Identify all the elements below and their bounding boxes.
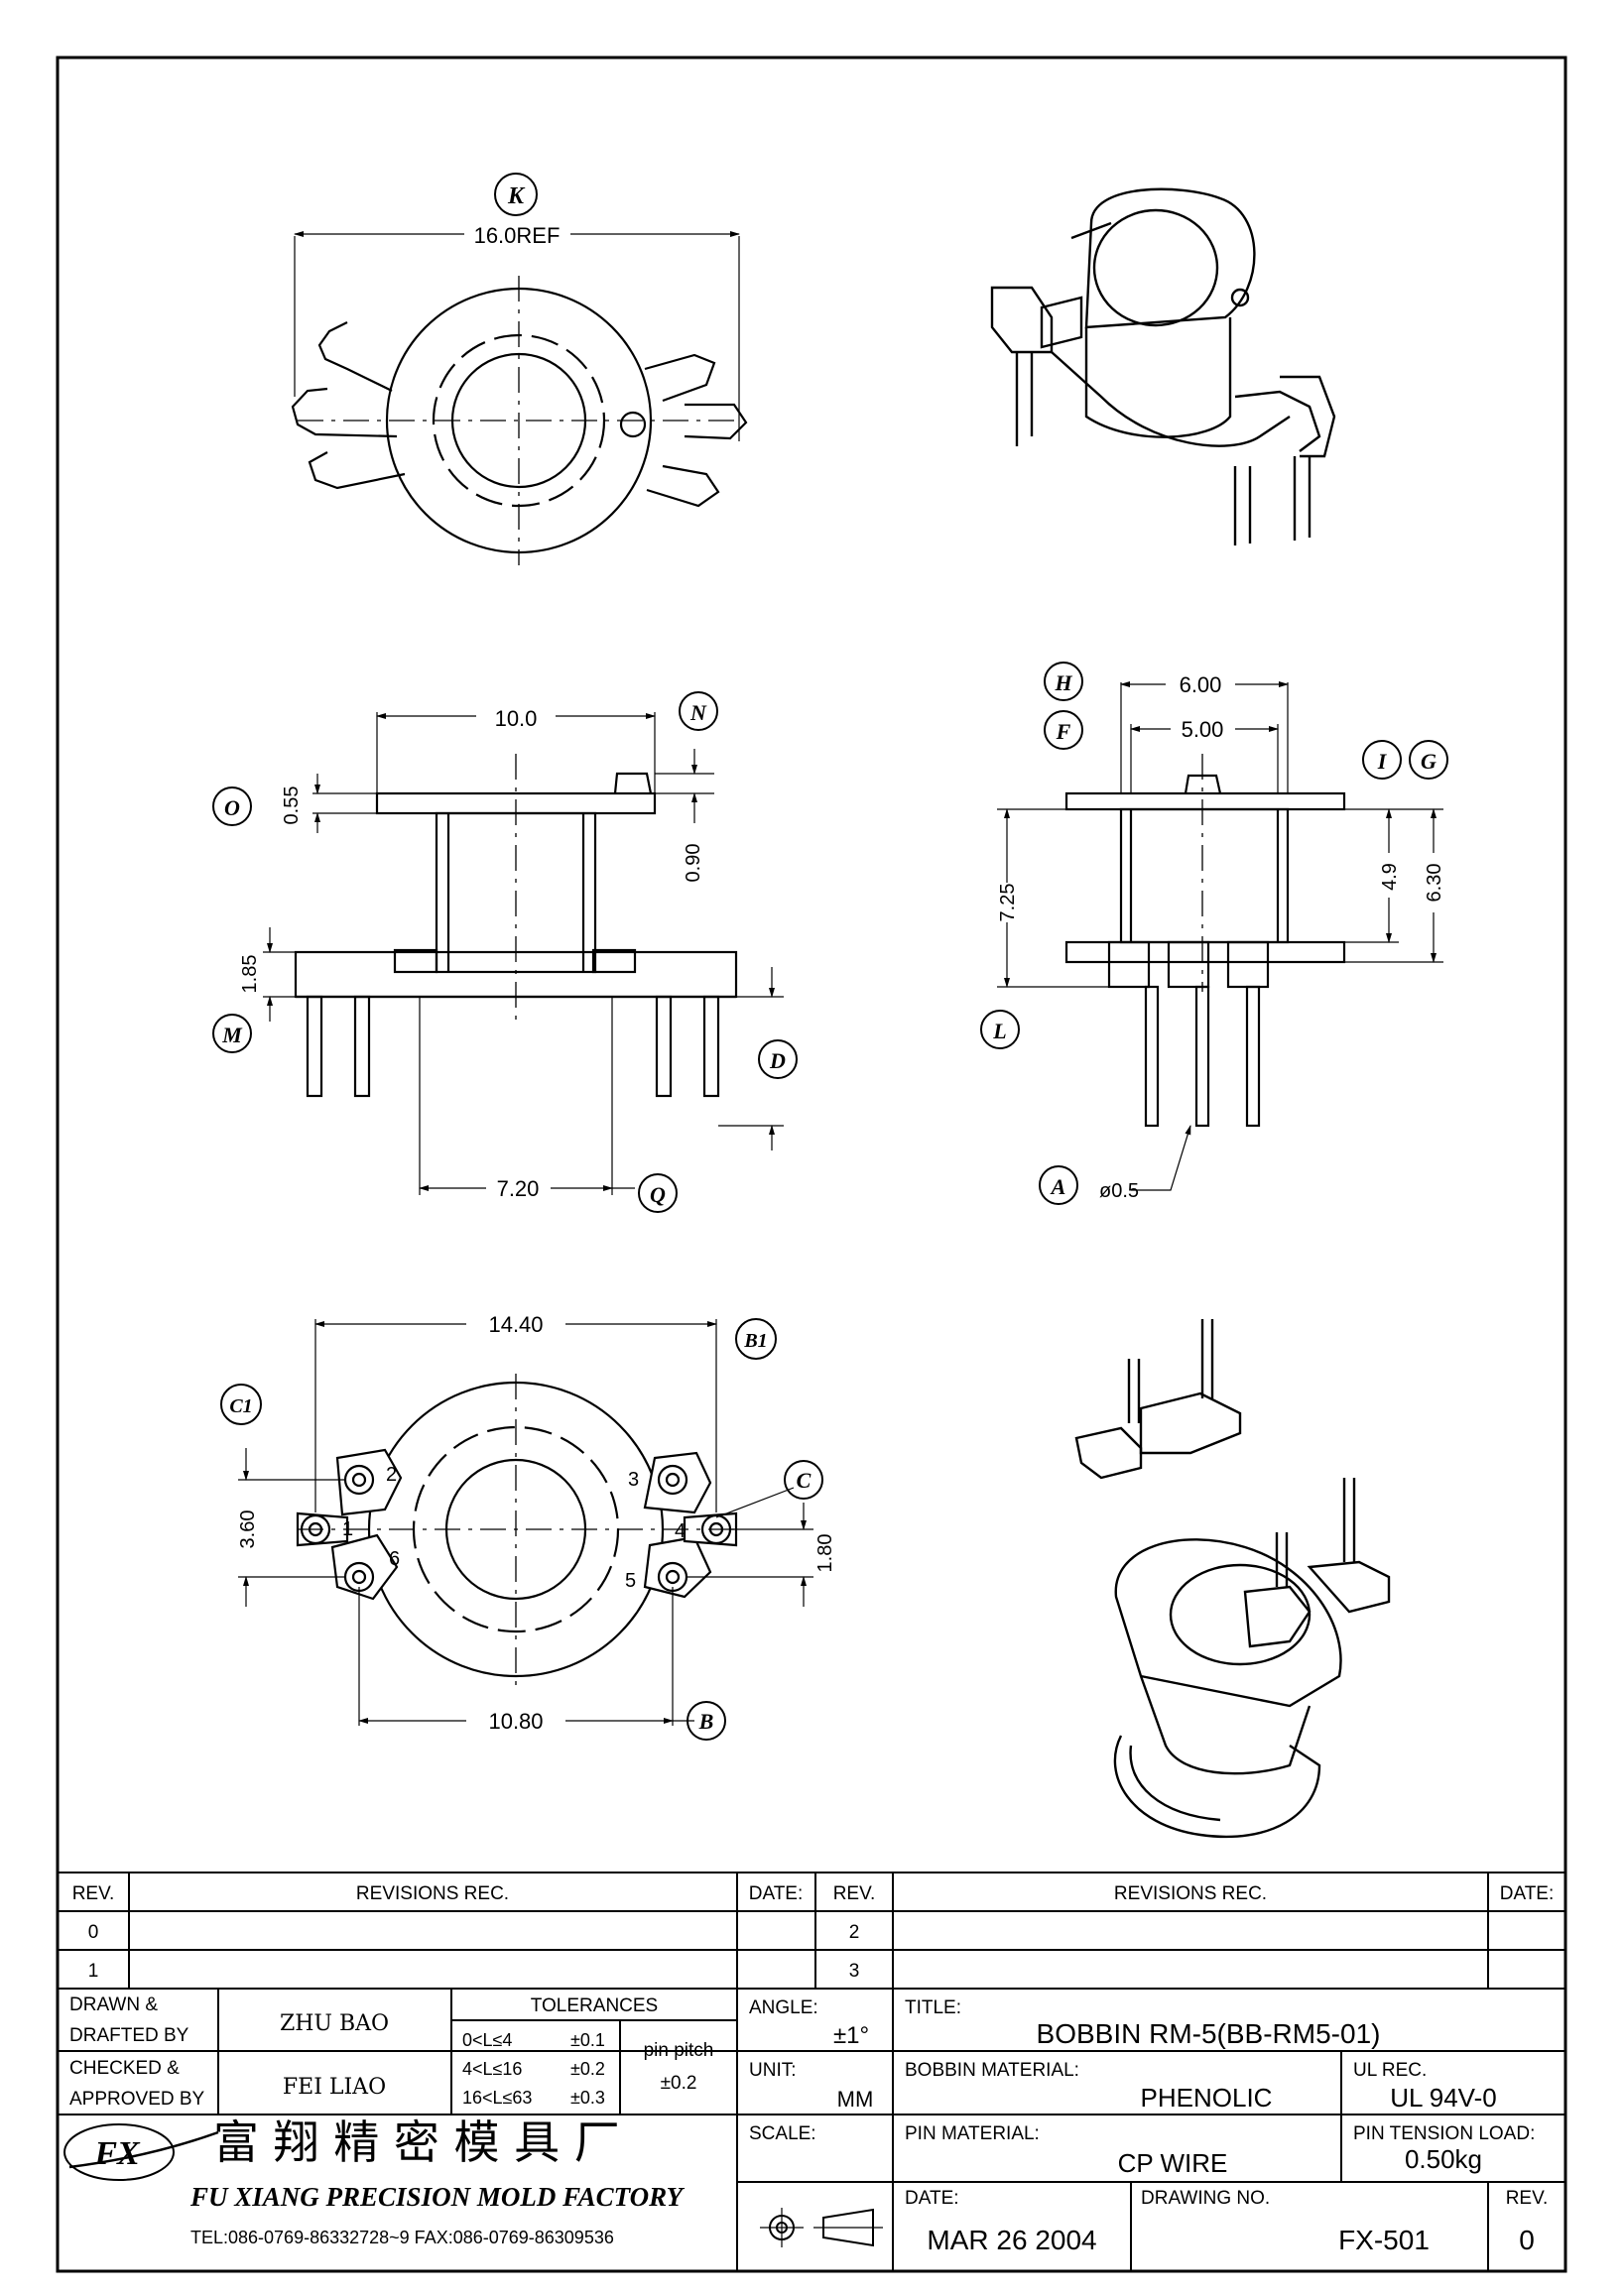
company-logo: FX bbox=[93, 2135, 141, 2172]
tol-value-3: ±0.3 bbox=[570, 2088, 605, 2108]
callout-f: F bbox=[1056, 719, 1071, 744]
pin-number-4: 4 bbox=[675, 1520, 686, 1542]
rev-header-right: REV. bbox=[833, 1883, 876, 1904]
drawn-by: ZHU BAO bbox=[280, 2011, 389, 2036]
drawn-label-1: DRAWN & bbox=[69, 1994, 158, 2015]
rev-header-left: REV. bbox=[72, 1883, 115, 1904]
ul-rec-value: UL 94V-0 bbox=[1390, 2083, 1496, 2113]
callout-a: A bbox=[1050, 1174, 1066, 1199]
revisions-header-left: REVISIONS REC. bbox=[356, 1883, 509, 1904]
tol-value-2: ±0.2 bbox=[570, 2059, 605, 2079]
revisions-header-right: REVISIONS REC. bbox=[1114, 1883, 1267, 1904]
drawing-border bbox=[56, 56, 1567, 2273]
scale-label: SCALE: bbox=[749, 2123, 816, 2144]
dim-front-flange: 0.55 bbox=[281, 786, 303, 825]
company-contact: TEL:086-0769-86332728~9 FAX:086-0769-863… bbox=[190, 2228, 614, 2247]
callout-b: B bbox=[698, 1709, 714, 1734]
callout-l: L bbox=[992, 1019, 1006, 1043]
isometric-view-bottom bbox=[1074, 1319, 1391, 1839]
dim-front-gap: 0.90 bbox=[683, 844, 704, 883]
dim-pin-diameter: ø0.5 bbox=[1099, 1180, 1139, 1202]
front-view bbox=[212, 691, 798, 1213]
dim-bottom-base: 10.80 bbox=[488, 1709, 543, 1734]
callout-d: D bbox=[769, 1048, 786, 1073]
ul-rec-label: UL REC. bbox=[1353, 2060, 1427, 2081]
angle-label: ANGLE: bbox=[749, 1997, 818, 2018]
dim-front-width: 10.0 bbox=[495, 706, 538, 731]
title-value: BOBBIN RM-5(BB-RM5-01) bbox=[1037, 2018, 1381, 2049]
angle-value: ±1° bbox=[833, 2022, 869, 2049]
date-header-right: DATE: bbox=[1500, 1883, 1555, 1904]
callout-b1: B1 bbox=[743, 1330, 767, 1352]
callout-h: H bbox=[1054, 670, 1072, 695]
callout-m: M bbox=[221, 1023, 243, 1047]
tol-range-1: 0<L≤4 bbox=[462, 2030, 512, 2050]
callout-o: O bbox=[224, 795, 240, 820]
callout-k: K bbox=[507, 183, 526, 209]
tol-range-3: 16<L≤63 bbox=[462, 2088, 532, 2108]
drawing-no-label: DRAWING NO. bbox=[1141, 2188, 1270, 2209]
rev-value: 0 bbox=[1519, 2225, 1535, 2255]
top-view bbox=[291, 173, 748, 565]
dim-side-outer: 6.00 bbox=[1180, 672, 1222, 697]
pin-tension-label: PIN TENSION LOAD: bbox=[1353, 2123, 1535, 2144]
title-label: TITLE: bbox=[905, 1997, 961, 2018]
date-value: MAR 26 2004 bbox=[927, 2225, 1096, 2255]
rev-row-0: 0 bbox=[88, 1922, 99, 1943]
isometric-view-top bbox=[990, 187, 1336, 545]
company-name-cn: 富 翔 精 密 模 具 厂 bbox=[213, 2115, 620, 2169]
bobbin-material-value: PHENOLIC bbox=[1141, 2083, 1273, 2113]
dim-bottom-pitch-half: 1.80 bbox=[814, 1534, 836, 1573]
dim-bottom-width: 14.40 bbox=[488, 1312, 543, 1337]
side-view bbox=[980, 662, 1448, 1205]
dim-top-width: 16.0REF bbox=[474, 223, 561, 248]
pin-number-6: 6 bbox=[389, 1548, 400, 1570]
date-label: DATE: bbox=[905, 2188, 959, 2209]
rev-row-3: 3 bbox=[849, 1961, 860, 1982]
tolerances-header: TOLERANCES bbox=[531, 1995, 658, 2016]
checked-label-2: APPROVED BY bbox=[69, 2089, 205, 2110]
company-name-en: FU XIANG PRECISION MOLD FACTORY bbox=[189, 2182, 686, 2212]
drawing-no-value: FX-501 bbox=[1338, 2225, 1430, 2255]
callout-c: C bbox=[797, 1468, 812, 1493]
pin-pitch-tol: ±0.2 bbox=[661, 2073, 697, 2094]
dim-side-window: 4.9 bbox=[1379, 863, 1401, 891]
pin-number-1: 1 bbox=[342, 1518, 353, 1540]
dim-front-pin-span: 7.20 bbox=[497, 1176, 540, 1201]
dim-front-base: 1.85 bbox=[239, 955, 261, 994]
drawn-label-2: DRAFTED BY bbox=[69, 2025, 189, 2046]
date-header-left: DATE: bbox=[749, 1883, 804, 1904]
pin-number-5: 5 bbox=[625, 1570, 636, 1592]
bottom-view bbox=[220, 1318, 823, 1741]
callout-i: I bbox=[1377, 749, 1388, 774]
callout-c1: C1 bbox=[229, 1395, 252, 1417]
pin-number-2: 2 bbox=[386, 1464, 397, 1486]
dim-side-total: 6.30 bbox=[1424, 864, 1445, 903]
rev-row-2: 2 bbox=[849, 1922, 860, 1943]
checked-label-1: CHECKED & bbox=[69, 2058, 180, 2079]
callout-n: N bbox=[689, 700, 707, 725]
tol-range-2: 4<L≤16 bbox=[462, 2059, 522, 2079]
dim-bottom-pitch: 3.60 bbox=[237, 1511, 259, 1549]
bobbin-material-label: BOBBIN MATERIAL: bbox=[905, 2060, 1079, 2081]
pin-tension-value: 0.50kg bbox=[1405, 2144, 1482, 2174]
pin-number-3: 3 bbox=[628, 1469, 639, 1491]
pin-material-label: PIN MATERIAL: bbox=[905, 2123, 1040, 2144]
dim-side-height: 7.25 bbox=[997, 884, 1019, 922]
pin-pitch-label: pin pitch bbox=[644, 2040, 714, 2061]
dim-side-inner: 5.00 bbox=[1182, 717, 1224, 742]
unit-value: MM bbox=[837, 2087, 874, 2112]
title-block-lines bbox=[58, 1872, 1565, 2271]
callout-q: Q bbox=[650, 1182, 666, 1207]
pin-material-value: CP WIRE bbox=[1118, 2148, 1228, 2178]
rev-label: REV. bbox=[1506, 2188, 1549, 2209]
tol-value-1: ±0.1 bbox=[570, 2030, 605, 2050]
checked-by: FEI LIAO bbox=[283, 2075, 386, 2100]
rev-row-1: 1 bbox=[88, 1961, 99, 1982]
unit-label: UNIT: bbox=[749, 2060, 797, 2081]
callout-g: G bbox=[1421, 749, 1437, 774]
